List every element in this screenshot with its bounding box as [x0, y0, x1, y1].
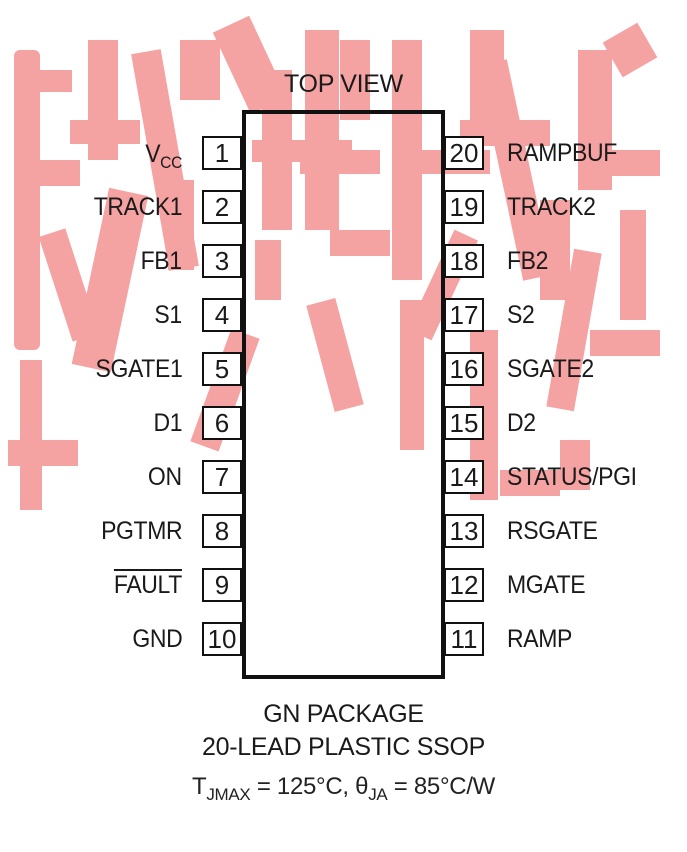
pin-label: ON — [148, 463, 182, 491]
pin-label: TRACK2 — [507, 193, 596, 221]
pin-number-box: 16 — [444, 352, 484, 386]
pin-number-box: 4 — [202, 298, 242, 332]
pin-number-box: 13 — [444, 514, 484, 548]
pin-number-box: 6 — [202, 406, 242, 440]
pin-label: RAMPBUF — [507, 139, 617, 167]
tj-subscript: JMAX — [206, 785, 251, 804]
pin-label: RSGATE — [507, 517, 598, 545]
pin-label: S1 — [154, 301, 183, 329]
pin-label: SGATE1 — [95, 355, 182, 383]
pin-number-box: 10 — [202, 622, 242, 656]
pin-label: SGATE2 — [507, 355, 594, 383]
pin-label: GND — [131, 625, 182, 653]
theta-value: = 85°C/W — [387, 773, 496, 800]
pin-number-box: 15 — [444, 406, 484, 440]
pin-number-box: 14 — [444, 460, 484, 494]
pin-label: MGATE — [507, 571, 586, 599]
pin-label: STATUS/PGI — [507, 463, 637, 491]
pin-label: FB2 — [507, 247, 549, 275]
package-name: GN PACKAGE — [263, 700, 424, 728]
pin-label-subscript: CC — [160, 153, 182, 172]
pin-label: FB1 — [140, 247, 182, 275]
pin-number-box: 3 — [202, 244, 242, 278]
pin-label-text: V — [145, 140, 161, 168]
pin-number-box: 12 — [444, 568, 484, 602]
pin-label: D1 — [153, 409, 182, 437]
thermal-spec: TJMAX = 125°C, θJA = 85°C/W — [0, 773, 687, 805]
pin-number-box: 17 — [444, 298, 484, 332]
package-description: 20-LEAD PLASTIC SSOP — [201, 733, 485, 761]
pin-number-box: 1 — [202, 136, 242, 170]
pin-number-box: 2 — [202, 190, 242, 224]
pin-label: PGTMR — [100, 517, 183, 545]
pin-number-box: 7 — [202, 460, 242, 494]
pin-label-active-low: FAULT — [113, 571, 182, 599]
pin-number-box: 20 — [444, 136, 484, 170]
pin-label: VCC — [145, 137, 182, 180]
pin-number-box: 18 — [444, 244, 484, 278]
top-view-title: TOP VIEW — [284, 70, 403, 98]
pin-number-box: 19 — [444, 190, 484, 224]
theta-subscript: JA — [368, 785, 388, 804]
pin-number-box: 5 — [202, 352, 242, 386]
ic-package-body — [242, 110, 445, 679]
pin-number-box: 11 — [444, 622, 484, 656]
pin-label: TRACK1 — [93, 193, 182, 221]
pin-number-box: 8 — [202, 514, 242, 548]
pin-label: D2 — [507, 409, 536, 437]
pin-label: S2 — [507, 301, 535, 329]
theta-symbol: θ — [355, 773, 369, 800]
pin-number-box: 9 — [202, 568, 242, 602]
tj-value: = 125°C, — [250, 773, 356, 800]
tj-symbol: T — [191, 773, 207, 800]
pin-label: RAMP — [507, 625, 572, 653]
